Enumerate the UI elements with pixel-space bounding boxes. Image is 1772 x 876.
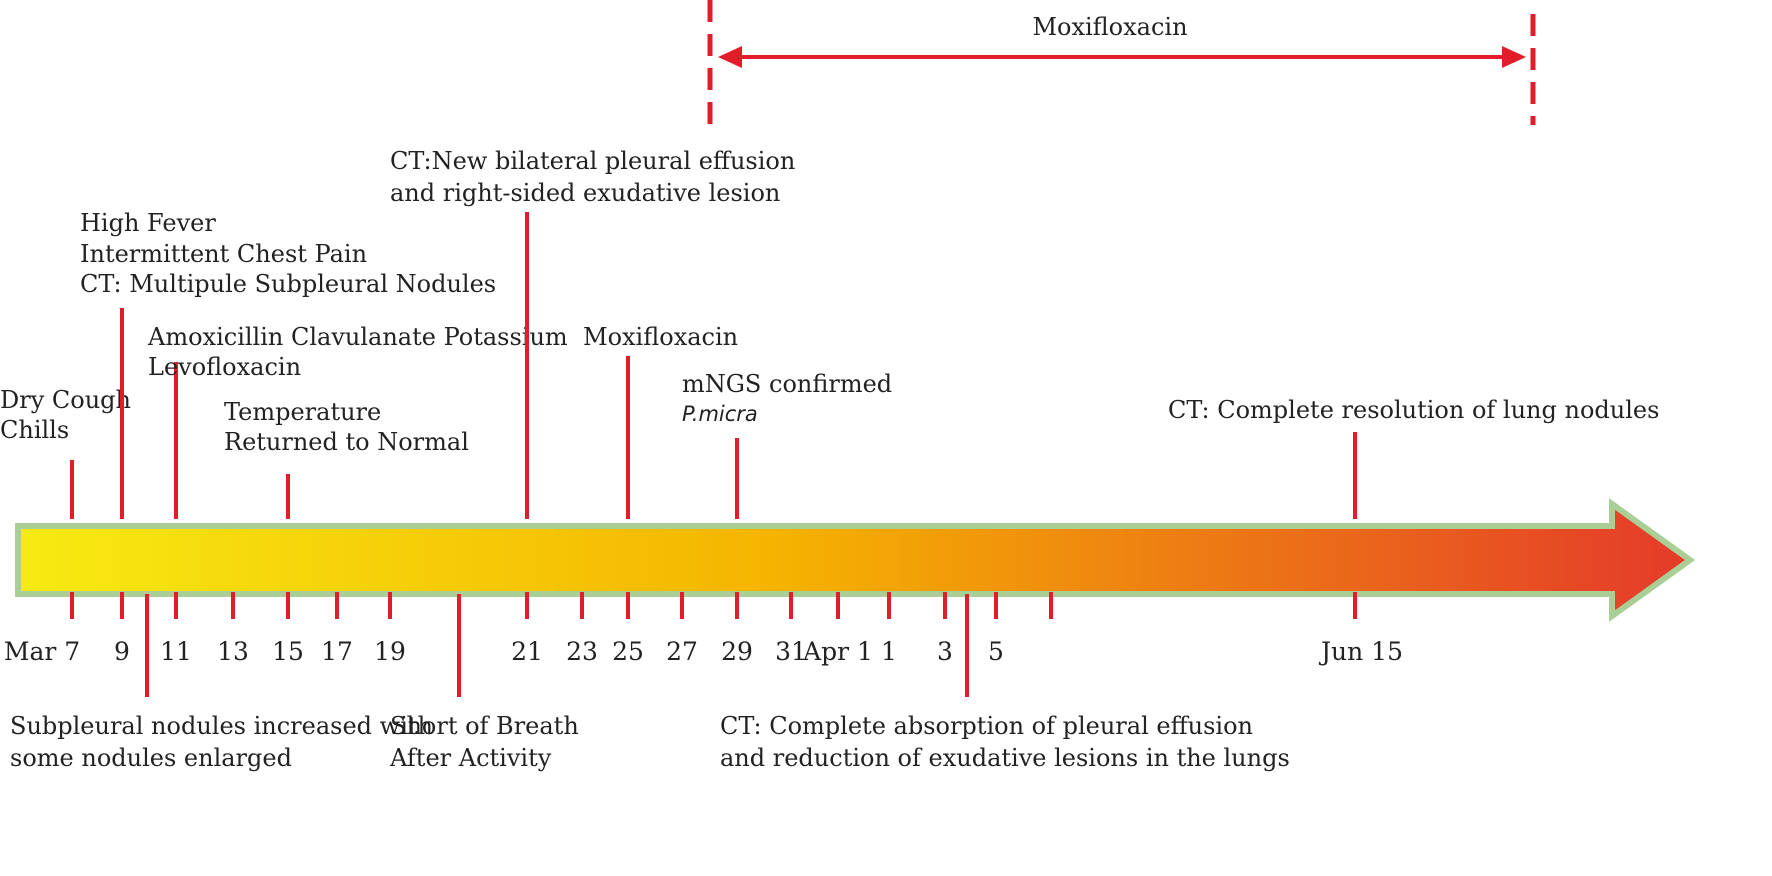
- event-label-line: Dry Cough: [0, 386, 131, 414]
- event-label-line: After Activity: [389, 744, 552, 772]
- axis-tick-label: Apr 1: [802, 637, 873, 666]
- event-above: Amoxicillin Clavulanate PotassiumLevoflo…: [147, 323, 568, 519]
- event-above: Moxifloxacin: [583, 323, 738, 519]
- event-label-line: and reduction of exudative lesions in th…: [720, 744, 1290, 772]
- event-label-line: Intermittent Chest Pain: [80, 240, 367, 268]
- axis-tick-label: 15: [272, 637, 304, 666]
- event-label-line: Amoxicillin Clavulanate Potassium: [147, 323, 568, 351]
- axis-tick-label: 13: [217, 637, 249, 666]
- event-label-line: mNGS confirmed: [682, 370, 892, 398]
- axis-tick-label: Jun 15: [1318, 637, 1403, 666]
- range-arrowhead-right: [1502, 46, 1526, 68]
- event-label-line: Levofloxacin: [148, 353, 301, 381]
- event-label-line: Short of Breath: [390, 712, 579, 740]
- timeline-arrow: [15, 498, 1696, 622]
- event-below: Subpleural nodules increased with some no…: [10, 594, 433, 772]
- axis-tick-label: Mar 7: [4, 637, 80, 666]
- axis-tick-label: 25: [612, 637, 644, 666]
- axis-tick-label: 19: [374, 637, 406, 666]
- axis-tick-label: 11: [160, 637, 192, 666]
- axis-ticks: [70, 592, 1357, 619]
- range-arrowhead-left: [718, 46, 742, 68]
- treatment-range: Moxifloxacin: [707, 0, 1536, 125]
- axis-tick-label: 21: [511, 637, 543, 666]
- event-above: CT: Complete resolution of lung nodules: [1168, 396, 1659, 519]
- axis-tick-label: 1: [881, 637, 897, 666]
- event-label-line: High Fever: [80, 209, 216, 237]
- event-label-line: Moxifloxacin: [583, 323, 738, 351]
- event-label-organism: P.micra: [682, 402, 758, 426]
- events-below-axis: Subpleural nodules increased with some no…: [10, 594, 1290, 772]
- axis-tick-label: 17: [321, 637, 353, 666]
- event-label-line: Chills: [0, 416, 69, 444]
- event-label-line: Returned to Normal: [224, 428, 469, 456]
- event-label-line: Subpleural nodules increased with: [10, 712, 433, 740]
- range-label: Moxifloxacin: [1032, 13, 1187, 41]
- event-above: CT:New bilateral pleural effusion and rig…: [390, 147, 795, 519]
- axis-tick-label: 5: [988, 637, 1004, 666]
- event-label-line: CT:New bilateral pleural effusion: [390, 147, 795, 175]
- event-label-line: and right-sided exudative lesion: [390, 179, 780, 207]
- axis-tick-label: 29: [721, 637, 753, 666]
- axis-tick-label: 31: [775, 637, 807, 666]
- event-label-line: CT: Multipule Subpleural Nodules: [80, 270, 496, 298]
- axis-tick-label: 3: [937, 637, 953, 666]
- axis-tick-label: 9: [114, 637, 130, 666]
- axis-tick-label: 23: [566, 637, 598, 666]
- event-label-line: Temperature: [224, 398, 381, 426]
- event-label-line: some nodules enlarged: [10, 744, 292, 772]
- event-below: CT: Complete absorption of pleural effus…: [720, 594, 1290, 772]
- event-label-line: CT: Complete absorption of pleural effus…: [720, 712, 1253, 740]
- event-label-line: CT: Complete resolution of lung nodules: [1168, 396, 1659, 424]
- axis-tick-label: 27: [666, 637, 698, 666]
